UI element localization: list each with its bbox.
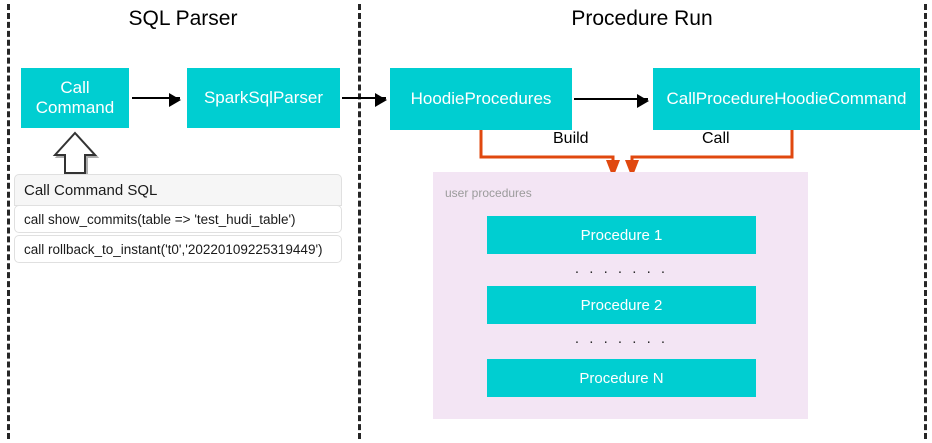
sql-card-row-1[interactable]: call show_commits(table => 'test_hudi_ta… <box>14 205 342 233</box>
procedure-ellipsis-1: . . . . . . . <box>574 260 669 277</box>
node-spark-sql-parser[interactable]: SparkSqlParser <box>187 68 340 128</box>
section-title-sql-parser: SQL Parser <box>128 7 238 30</box>
procedure-box-2[interactable]: Procedure 2 <box>487 286 756 324</box>
connector-label-build: Build <box>548 130 594 148</box>
divider-left <box>7 4 10 439</box>
node-hoodie-procedures[interactable]: HoodieProcedures <box>390 68 572 130</box>
procedure-ellipsis-2: . . . . . . . <box>574 330 669 347</box>
arrow-hoodie-procedures-to-call-procedure-command <box>574 93 649 108</box>
node-call-command[interactable]: Call Command <box>21 68 129 128</box>
hollow-up-arrow <box>50 130 102 176</box>
procedure-box-n[interactable]: Procedure N <box>487 359 756 397</box>
arrow-spark-sql-parser-to-hoodie-procedures <box>342 92 387 107</box>
divider-right <box>924 4 927 439</box>
node-call-procedure-hoodie-command[interactable]: CallProcedureHoodieCommand <box>653 68 920 130</box>
sql-card-header: Call Command SQL <box>14 174 342 206</box>
procedure-box-1[interactable]: Procedure 1 <box>487 216 756 254</box>
connector-label-call: Call <box>697 130 735 148</box>
divider-middle <box>358 4 361 439</box>
call-command-sql-card: Call Command SQL call show_commits(table… <box>14 174 342 263</box>
section-title-procedure-run: Procedure Run <box>571 7 713 30</box>
user-procedures-label: user procedures <box>445 186 532 200</box>
sql-card-row-2[interactable]: call rollback_to_instant('t0','202201092… <box>14 235 342 263</box>
arrow-call-command-to-spark-sql-parser <box>132 92 181 107</box>
